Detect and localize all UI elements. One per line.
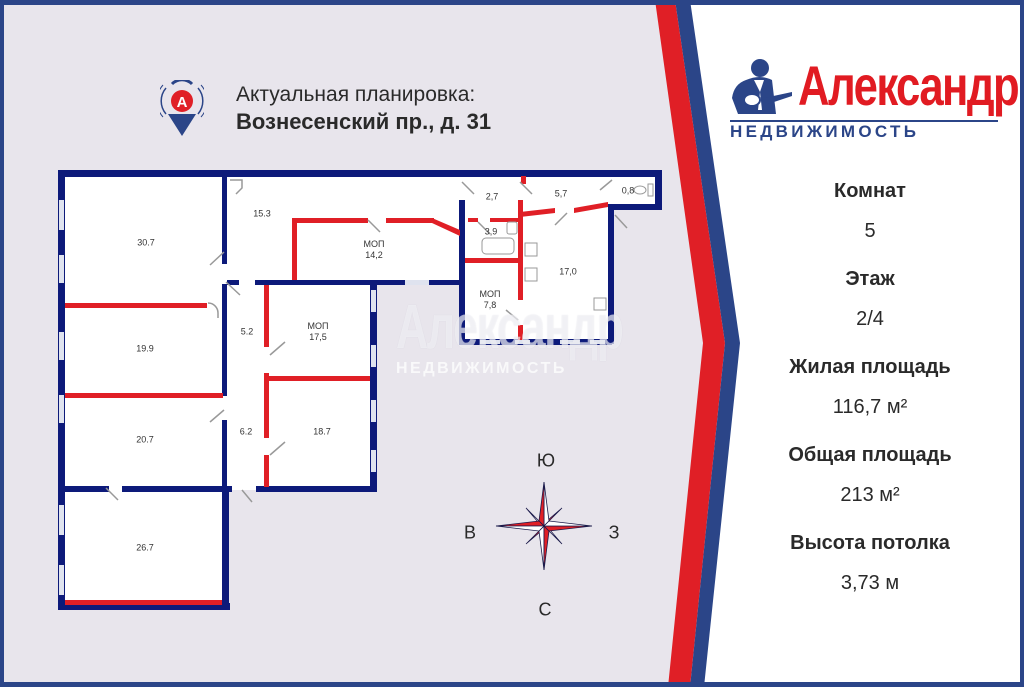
spec-floor: Этаж 2/4 bbox=[740, 266, 1000, 332]
heading-address: Вознесенский пр., д. 31 bbox=[236, 109, 492, 134]
room-label: 5,7 bbox=[554, 188, 568, 199]
room-label: 2,7 bbox=[485, 191, 499, 202]
company-logo: Александр НЕДВИЖИМОСТЬ bbox=[724, 54, 1020, 144]
spec-value: 3,73 м bbox=[840, 572, 900, 594]
spec-label: Комнат bbox=[834, 180, 906, 202]
floor-plan bbox=[58, 170, 662, 610]
room-label: 3,9 bbox=[484, 226, 498, 237]
spec-value: 2/4 bbox=[856, 308, 884, 330]
spec-label: Этаж bbox=[845, 268, 895, 290]
room-label: 19.9 bbox=[136, 343, 154, 354]
room-label: 20.7 bbox=[136, 434, 154, 445]
logo-sub: НЕДВИЖИМОСТЬ bbox=[730, 122, 920, 141]
compass-rose bbox=[495, 481, 593, 571]
room-label: 17,0 bbox=[559, 266, 577, 277]
spec-label: Жилая площадь bbox=[789, 356, 951, 378]
salesman-figure-icon bbox=[732, 59, 792, 114]
compass-west-label: З bbox=[608, 522, 620, 543]
room-label: 26.7 bbox=[136, 542, 154, 553]
room-label: 0,8 bbox=[621, 185, 635, 196]
spec-value: 5 bbox=[864, 220, 876, 242]
logo-divider bbox=[730, 120, 998, 122]
spec-living-area: Жилая площадь 116,7 м² bbox=[740, 354, 1000, 420]
room-label: 6.2 bbox=[239, 426, 253, 437]
location-pin-icon: А bbox=[156, 78, 208, 143]
spec-total-area: Общая площадь 213 м² bbox=[740, 442, 1000, 508]
heading-title: Актуальная планировка: bbox=[236, 83, 476, 106]
logo-brand: Александр bbox=[798, 54, 1020, 117]
property-specs: Комнат 5 Этаж 2/4 Жилая площадь 116,7 м²… bbox=[740, 178, 1000, 618]
spec-rooms: Комнат 5 bbox=[740, 178, 1000, 244]
spec-value: 213 м² bbox=[840, 484, 900, 506]
compass-north-label: С bbox=[538, 599, 552, 620]
plan-heading: Актуальная планировка: Вознесенский пр.,… bbox=[236, 82, 491, 136]
compass-east-label: В bbox=[463, 522, 477, 543]
spec-value: 116,7 м² bbox=[832, 396, 908, 418]
spec-label: Общая площадь bbox=[788, 444, 952, 466]
spec-label: Высота потолка bbox=[790, 532, 950, 554]
room-label: 5.2 bbox=[240, 326, 254, 337]
room-label: 30.7 bbox=[137, 237, 155, 248]
room-label: 18.7 bbox=[313, 426, 331, 437]
room-label: 15.3 bbox=[253, 208, 271, 219]
compass-south-label: Ю bbox=[536, 450, 556, 471]
svg-text:А: А bbox=[177, 94, 188, 111]
spec-ceiling-height: Высота потолка 3,73 м bbox=[740, 530, 1000, 596]
